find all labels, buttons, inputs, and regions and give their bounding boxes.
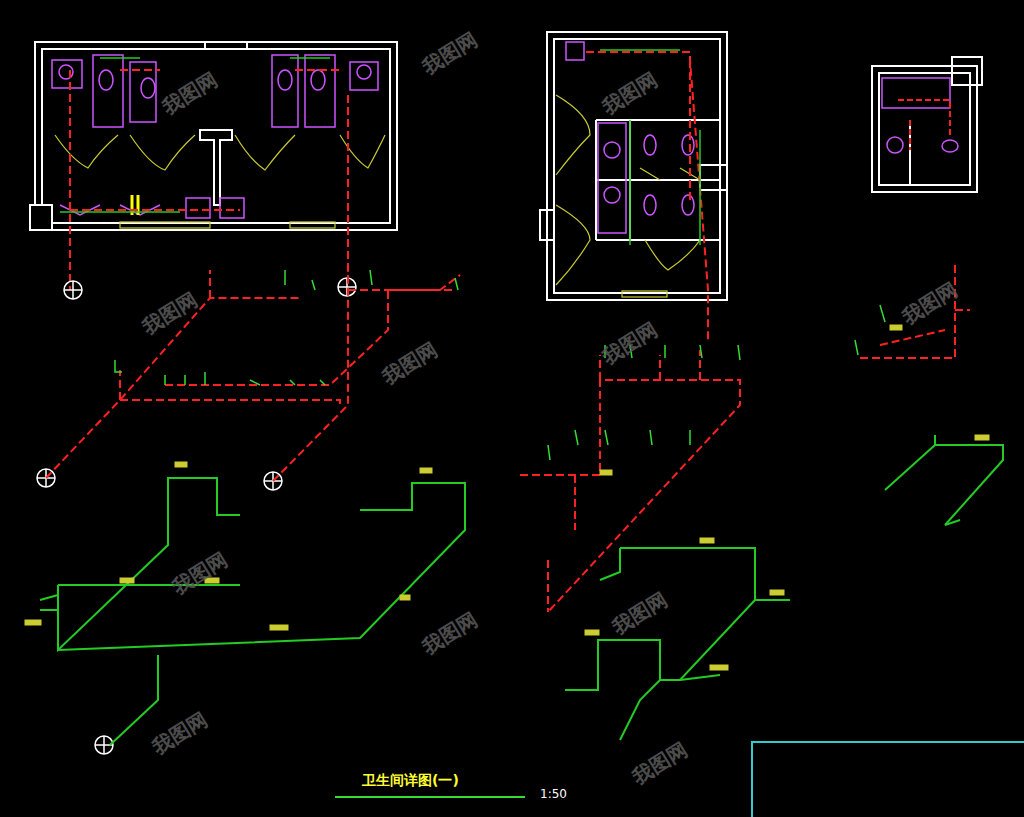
watermark: 我图网	[167, 546, 232, 601]
watermark: 我图网	[597, 66, 662, 121]
watermark: 我图网	[607, 586, 672, 641]
watermark: 我图网	[417, 26, 482, 81]
title-block-frame	[752, 742, 1024, 817]
fixture-traps	[115, 270, 885, 460]
watermark: 我图网	[157, 66, 222, 121]
watermark: 我图网	[417, 606, 482, 661]
watermark: 我图网	[137, 286, 202, 341]
stall-partitions	[882, 78, 958, 153]
scale-label: 1:50	[540, 787, 567, 801]
door-swings	[556, 95, 700, 297]
drain-pipe	[586, 52, 708, 340]
floor-plan	[30, 42, 397, 230]
drain-isometric	[46, 265, 970, 612]
floor-plan	[872, 57, 982, 192]
valve-symbols	[25, 325, 989, 670]
watermark: 我图网	[897, 276, 962, 331]
supply-pipe	[60, 58, 330, 212]
supply-isometric	[40, 435, 1003, 745]
watermark: 我图网	[597, 316, 662, 371]
door-swings	[55, 135, 385, 228]
stall-partitions	[52, 55, 378, 218]
title-underline	[335, 796, 525, 798]
watermark: 我图网	[147, 706, 212, 761]
drain-pipe	[70, 70, 348, 290]
drawing-title: 卫生间详图(一)	[362, 772, 459, 790]
drain-pipe	[898, 100, 950, 150]
floor-drain	[37, 278, 356, 754]
watermark: 我图网	[377, 336, 442, 391]
watermark: 我图网	[627, 736, 692, 791]
